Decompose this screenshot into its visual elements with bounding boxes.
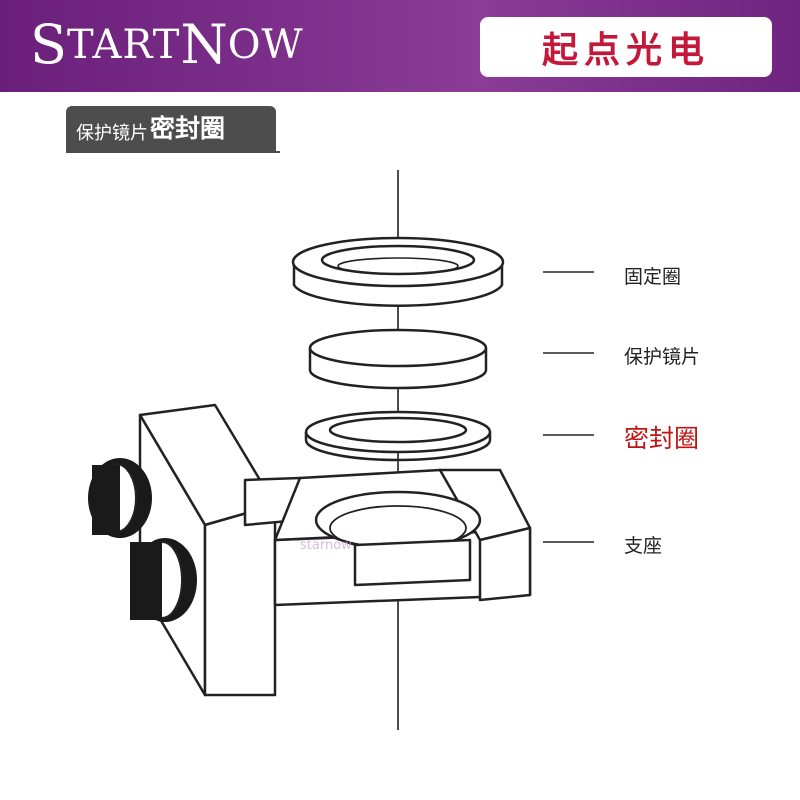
brand-initial-s: S (30, 13, 67, 76)
knob-lower (130, 538, 197, 622)
tag-underline (66, 151, 280, 153)
product-tag: 保护镜片 密封圈 (66, 106, 276, 152)
product-tag-prefix: 保护镜片 (76, 123, 148, 144)
brand-initial-n: N (180, 13, 228, 76)
brand-part-tart: TART (67, 22, 181, 68)
watermark: starnow (300, 538, 352, 553)
company-badge: 起点光电 (480, 17, 772, 77)
product-tag-emphasis: 密封圈 (150, 114, 226, 143)
label-mount-base: 支座 (624, 535, 663, 557)
seal-ring-drawing (304, 410, 492, 462)
fixing-ring-drawing (291, 236, 505, 307)
knob-upper (88, 458, 152, 538)
header-banner: S TART N OW 起点光电 (0, 0, 800, 92)
label-seal-ring: 密封圈 (624, 424, 700, 453)
label-protective-lens: 保护镜片 (624, 346, 701, 368)
label-fixing-ring: 固定圈 (624, 266, 682, 288)
brand-part-ow: OW (227, 22, 304, 68)
protective-lens-drawing (308, 328, 488, 390)
brand-logo: S TART N OW (30, 10, 304, 80)
